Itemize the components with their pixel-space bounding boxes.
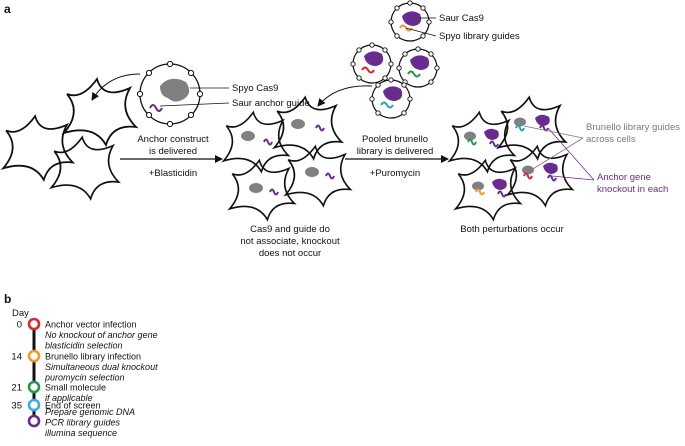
empty-cells (2, 78, 137, 200)
anchor-knockout-label-1: Anchor gene (597, 172, 651, 183)
timeline-day-label: 0 (17, 320, 22, 331)
spyo-cas9-label: Spyo Cas9 (232, 83, 278, 94)
timeline-marker (27, 414, 41, 428)
timeline-event-note: PCR library guides (45, 418, 121, 428)
virus-spikes (350, 0, 440, 116)
timeline-marker (27, 380, 41, 394)
timeline-day-title: Day (12, 308, 29, 319)
infection-arrow-2 (317, 85, 373, 107)
arrow2-label-line2: library is delivered (357, 146, 434, 157)
panel-a-label: a (4, 2, 11, 16)
spyo-library-guides-label: Spyo library guides (439, 31, 520, 42)
timeline-marker (27, 349, 41, 363)
library-virus-4 (371, 79, 411, 119)
timeline-event-note: illumina sequence (45, 428, 117, 438)
timeline-event-note: puromycin selection (44, 373, 125, 383)
timeline-day-label: 35 (11, 401, 22, 412)
timeline-marker (27, 317, 41, 331)
timeline-event-title: Brunello library infection (45, 352, 141, 362)
arrow2-label-line1: Pooled brunello (362, 134, 428, 145)
timeline-event-note: No knockout of anchor gene (45, 330, 158, 340)
timeline-event-title: Anchor vector infection (45, 320, 137, 330)
caption-both-perturbations: Both perturbations occur (460, 224, 564, 235)
anchor-cells (222, 96, 352, 221)
library-callout-lines (523, 125, 584, 173)
panel-b-label: b (4, 292, 11, 306)
saur-anchor-guide (149, 104, 163, 112)
timeline-event-note: Simultaneous dual knockout (45, 362, 158, 372)
timeline-day-label: 21 (11, 383, 22, 394)
library-guides-label-2: across cells (586, 134, 636, 145)
timeline-event-note: if applicable (45, 393, 93, 403)
anchor-knockout-label-2: knockout in each (597, 184, 668, 195)
puromycin-label: +Puromycin (370, 168, 420, 179)
timeline-event-note: blasticidin selection (45, 341, 123, 351)
timeline-event-title: End of screen (45, 401, 101, 411)
timeline-day-label: 14 (11, 352, 22, 363)
arrow1-label-line1: Anchor construct (137, 134, 209, 145)
timeline-marker (27, 398, 41, 412)
library-guides-label-1: Brunello library guides (586, 122, 680, 133)
dual-knockout-cells (448, 96, 574, 221)
caption-no-knockout-3: does not occur (259, 248, 321, 259)
timeline-event-title: Small molecule (45, 383, 106, 393)
anchor-callout-lines (547, 127, 595, 181)
saur-anchor-guide-label: Saur anchor guide (232, 98, 310, 109)
caption-no-knockout-1: Cas9 and guide do (250, 224, 330, 235)
caption-no-knockout-2: not associate, knockout (240, 236, 340, 247)
anchor-virus (136, 60, 204, 128)
blasticidin-label: +Blasticidin (149, 168, 197, 179)
timeline-event-note: Prepare genomic DNA (45, 407, 135, 417)
spyo-cas9-protein (160, 78, 190, 102)
saur-cas9-label: Saur Cas9 (439, 13, 484, 24)
infection-arrow-1 (91, 73, 141, 101)
arrow1-label-line2: is delivered (149, 146, 197, 157)
